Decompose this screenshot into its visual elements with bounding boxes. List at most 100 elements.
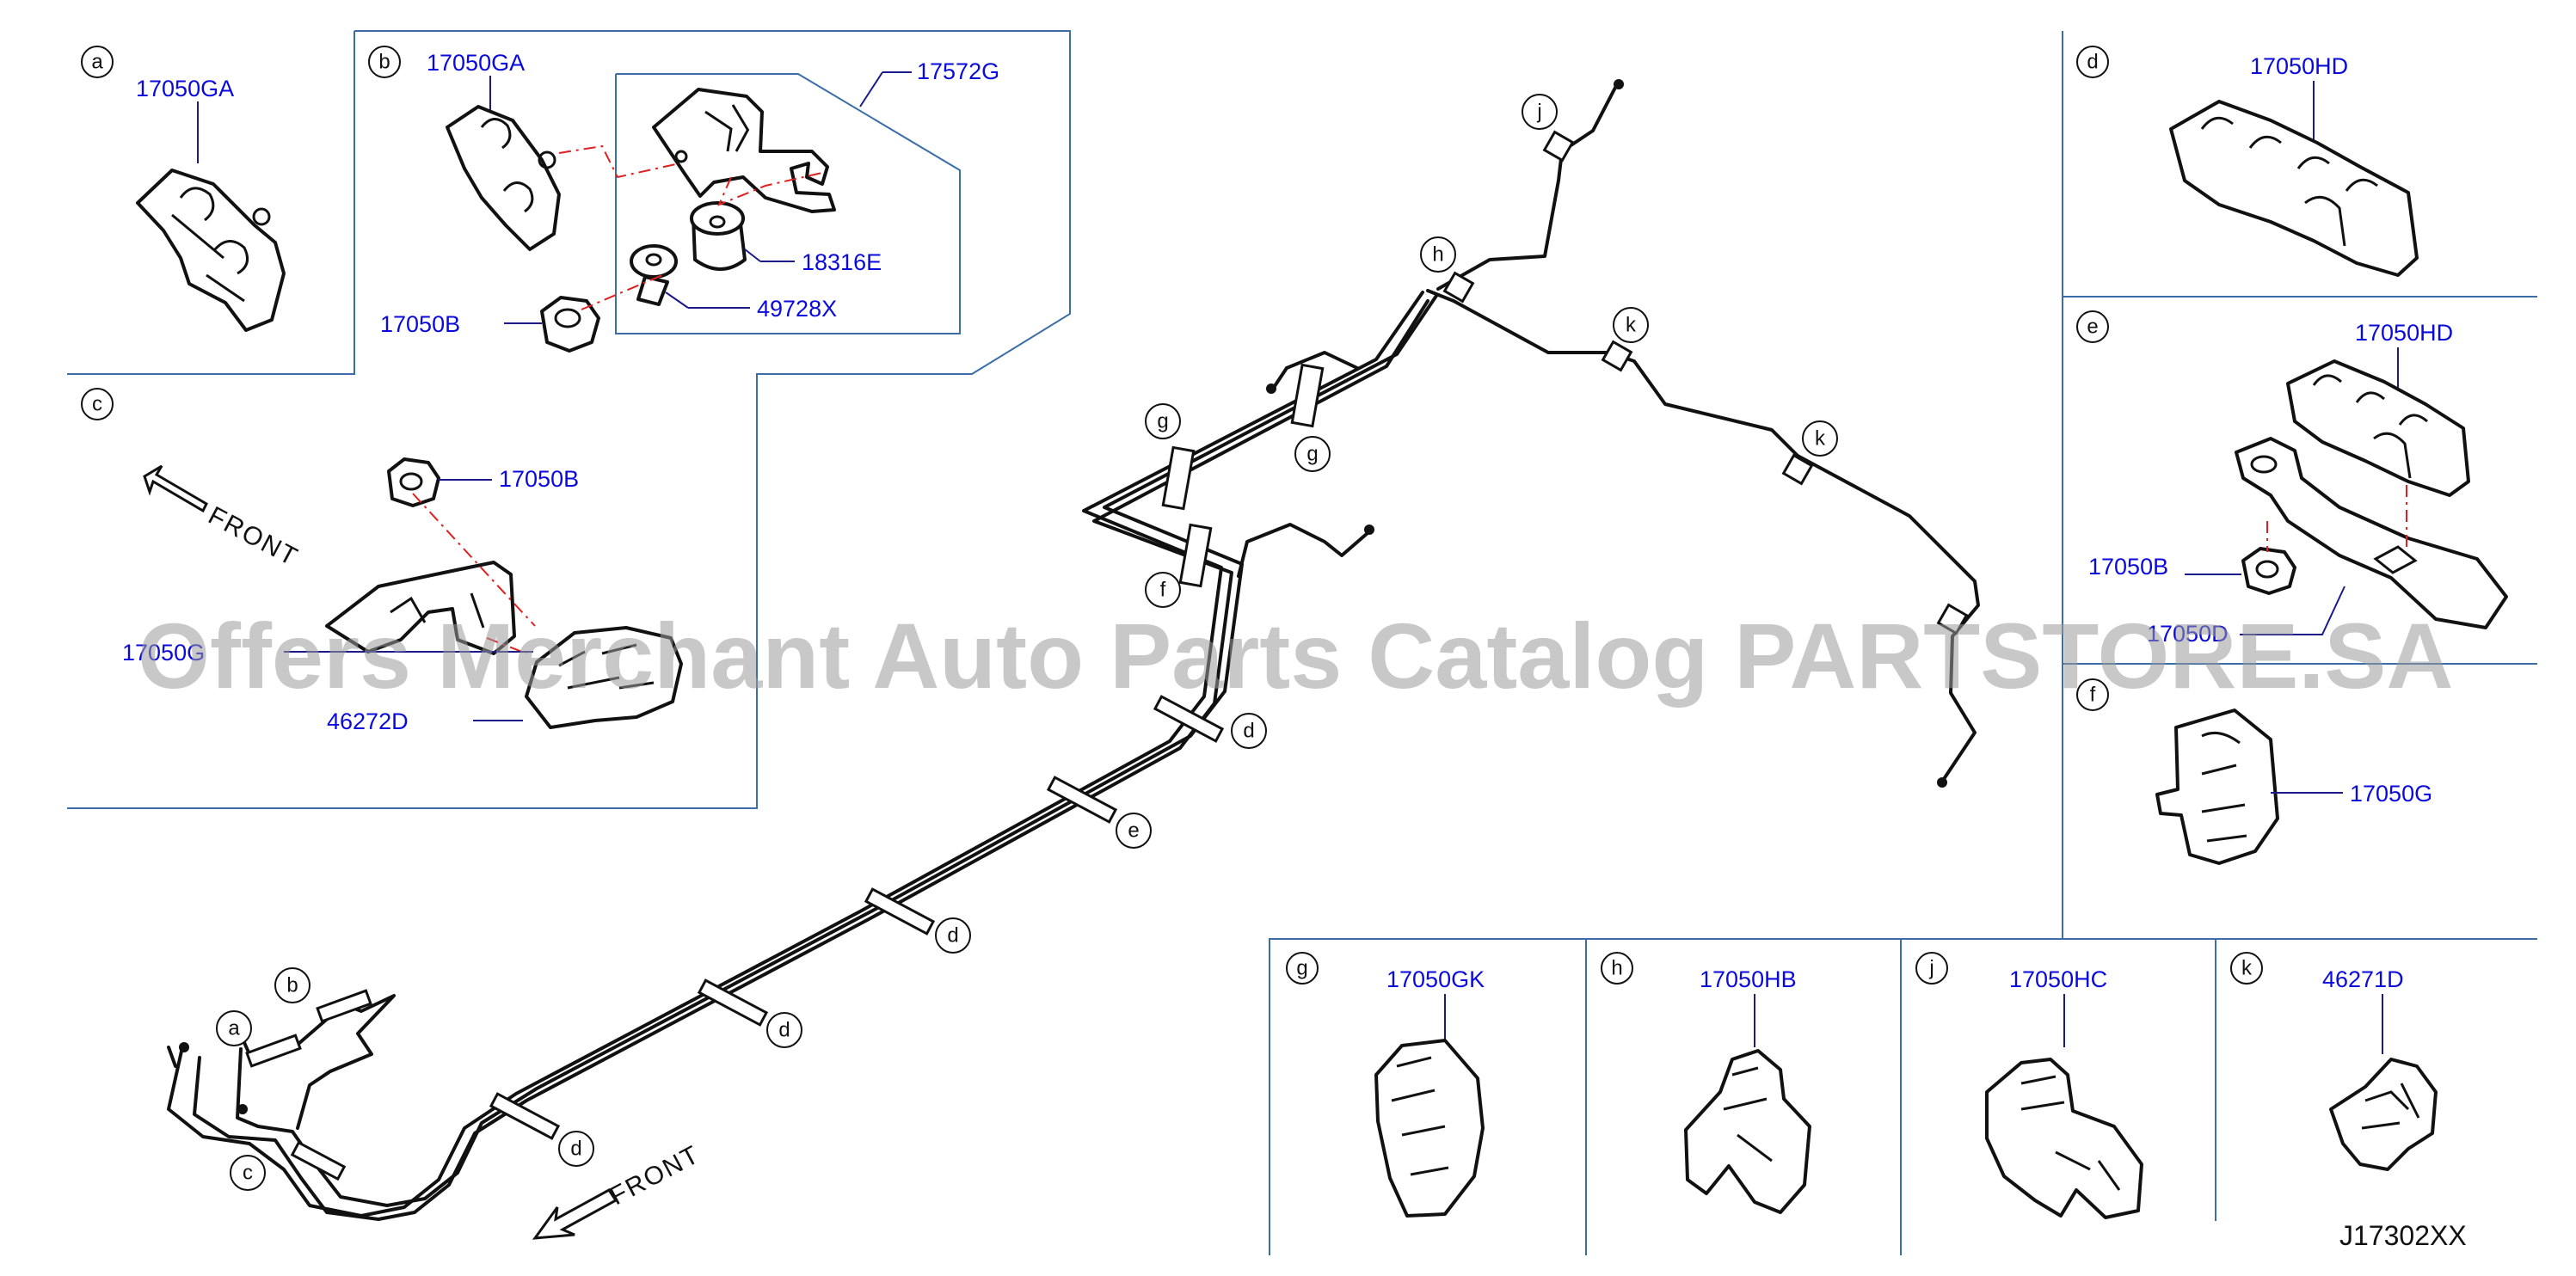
panel-letter-bubble: [1601, 952, 1633, 985]
watermark: Offers Merchant Auto Parts Catalog PARTS…: [138, 604, 2453, 708]
svg-text:g: g: [1157, 410, 1168, 433]
part-number-label: 17050GK: [1386, 966, 1485, 992]
panel-letter-bubble: [2076, 678, 2109, 711]
panel-letter: c: [92, 393, 102, 416]
panel-a: a 17050GA: [81, 46, 286, 332]
panel-d: d 17050HD: [2076, 46, 2419, 277]
push-clip-drawing: [2329, 1058, 2438, 1171]
callout-bubble: d: [558, 1131, 594, 1167]
panel-letter-bubble: [2076, 46, 2109, 78]
callout-bubble: g: [1294, 436, 1331, 472]
panel-f: f 17050G: [2076, 678, 2432, 865]
clip-drawing: [525, 626, 683, 729]
panel-letter: k: [2241, 957, 2253, 980]
part-number-label: 17050B: [2088, 554, 2168, 580]
panel-letter: f: [2090, 684, 2096, 707]
part-number-label: 17050HC: [2009, 966, 2107, 992]
part-number-label: 17050HD: [2355, 320, 2453, 346]
main-callouts: j h k k g g f d e d d d b a c: [216, 94, 1838, 1191]
grommet-drawing: [690, 201, 747, 271]
panel-k: k 46271D: [2230, 952, 2438, 1171]
panel-frames: [67, 30, 2537, 1255]
bracket-drawing: [325, 561, 516, 655]
svg-text:d: d: [570, 1138, 581, 1161]
part-number-label: 17050GA: [427, 50, 525, 76]
panel-letter: a: [91, 51, 103, 74]
panel-letter: e: [2087, 316, 2098, 339]
callout-bubble: k: [1613, 307, 1649, 343]
panel-letter-bubble: [368, 46, 401, 78]
panel-e: e 17050HD 17050B 17050D: [2076, 310, 2508, 647]
panel-letter: b: [378, 51, 390, 74]
callout-bubble: b: [274, 967, 310, 1003]
nut-drawing: [2241, 547, 2296, 595]
callout-bubble: d: [935, 917, 971, 954]
pipe-clip-drawing: [1374, 1039, 1485, 1218]
bracket-drawing: [652, 88, 836, 213]
panel-g: g 17050GK: [1286, 952, 1485, 1218]
svg-text:a: a: [228, 1017, 240, 1040]
callout-bubble: k: [1802, 420, 1838, 457]
front-label: FRONT: [204, 501, 304, 572]
part-number-label: 46271D: [2322, 966, 2404, 992]
callout-bubble: e: [1116, 813, 1152, 849]
part-number-label: 17050B: [499, 466, 579, 492]
panel-letter-bubble: [1286, 952, 1319, 985]
connector-clip-drawing: [1684, 1049, 1811, 1214]
part-number-label: 17050HD: [2250, 53, 2348, 79]
callout-bubble: g: [1145, 403, 1181, 439]
panel-j: j 17050HC: [1915, 952, 2143, 1219]
front-arrow: FRONT: [143, 464, 304, 572]
front-label: FRONT: [606, 1140, 705, 1211]
panel-h: h 17050HB: [1601, 952, 1811, 1214]
part-number-label: 49728X: [757, 296, 837, 322]
callout-bubble: h: [1420, 236, 1456, 273]
nut-drawing: [387, 457, 440, 507]
callout-bubble: d: [1231, 713, 1267, 749]
clip-bands: [245, 130, 1969, 1181]
pipe-clip-drawing: [446, 105, 561, 251]
pipe-clip-drawing: [2155, 709, 2279, 865]
part-number-label: 18316E: [802, 249, 882, 275]
multi-pipe-clip-drawing: [2169, 100, 2419, 277]
diagram-code: J17302XX: [2339, 1220, 2467, 1251]
svg-text:k: k: [1626, 314, 1637, 337]
callout-bubble: a: [216, 1010, 252, 1046]
part-number-label: 17050G: [2350, 781, 2432, 807]
part-number-label: 17050G: [122, 640, 205, 666]
part-number-label: 17050GA: [136, 76, 234, 101]
panel-letter-bubble: [81, 388, 114, 420]
panel-letter: d: [2087, 51, 2098, 74]
svg-text:j: j: [1536, 101, 1541, 124]
pipe-clip-drawing: [136, 169, 286, 332]
callout-bubble: d: [766, 1012, 802, 1048]
panel-letter-bubble: [1915, 952, 1948, 985]
connector-clip-drawing: [1985, 1058, 2143, 1219]
svg-text:d: d: [778, 1019, 790, 1042]
callout-bubble: c: [230, 1155, 266, 1191]
svg-text:d: d: [947, 924, 958, 948]
svg-text:k: k: [1815, 427, 1826, 451]
svg-text:b: b: [286, 974, 298, 997]
svg-text:c: c: [243, 1162, 253, 1185]
callout-bubble: f: [1145, 572, 1181, 608]
bracket-drawing: [2235, 437, 2508, 629]
svg-text:h: h: [1432, 243, 1443, 267]
panel-b: b 17050GA 17572G 18316E 49728X: [368, 46, 999, 353]
panel-letter-bubble: [2230, 952, 2263, 985]
panel-letter-bubble: [2076, 310, 2109, 343]
svg-text:g: g: [1306, 443, 1318, 466]
part-number-label: 46272D: [327, 709, 409, 734]
svg-text:e: e: [1128, 819, 1139, 843]
nut-drawing: [540, 296, 600, 353]
panel-letter: g: [1296, 957, 1307, 980]
callout-bubble: j: [1522, 94, 1558, 130]
part-number-label: 17050D: [2147, 621, 2229, 647]
part-number-label: 17050HB: [1700, 966, 1797, 992]
panel-letter: j: [1928, 957, 1934, 980]
part-number-label: 17050B: [380, 311, 460, 337]
part-number-label: 17572G: [917, 58, 999, 84]
bolt-drawing: [630, 244, 678, 306]
panel-letter: h: [1611, 957, 1622, 980]
